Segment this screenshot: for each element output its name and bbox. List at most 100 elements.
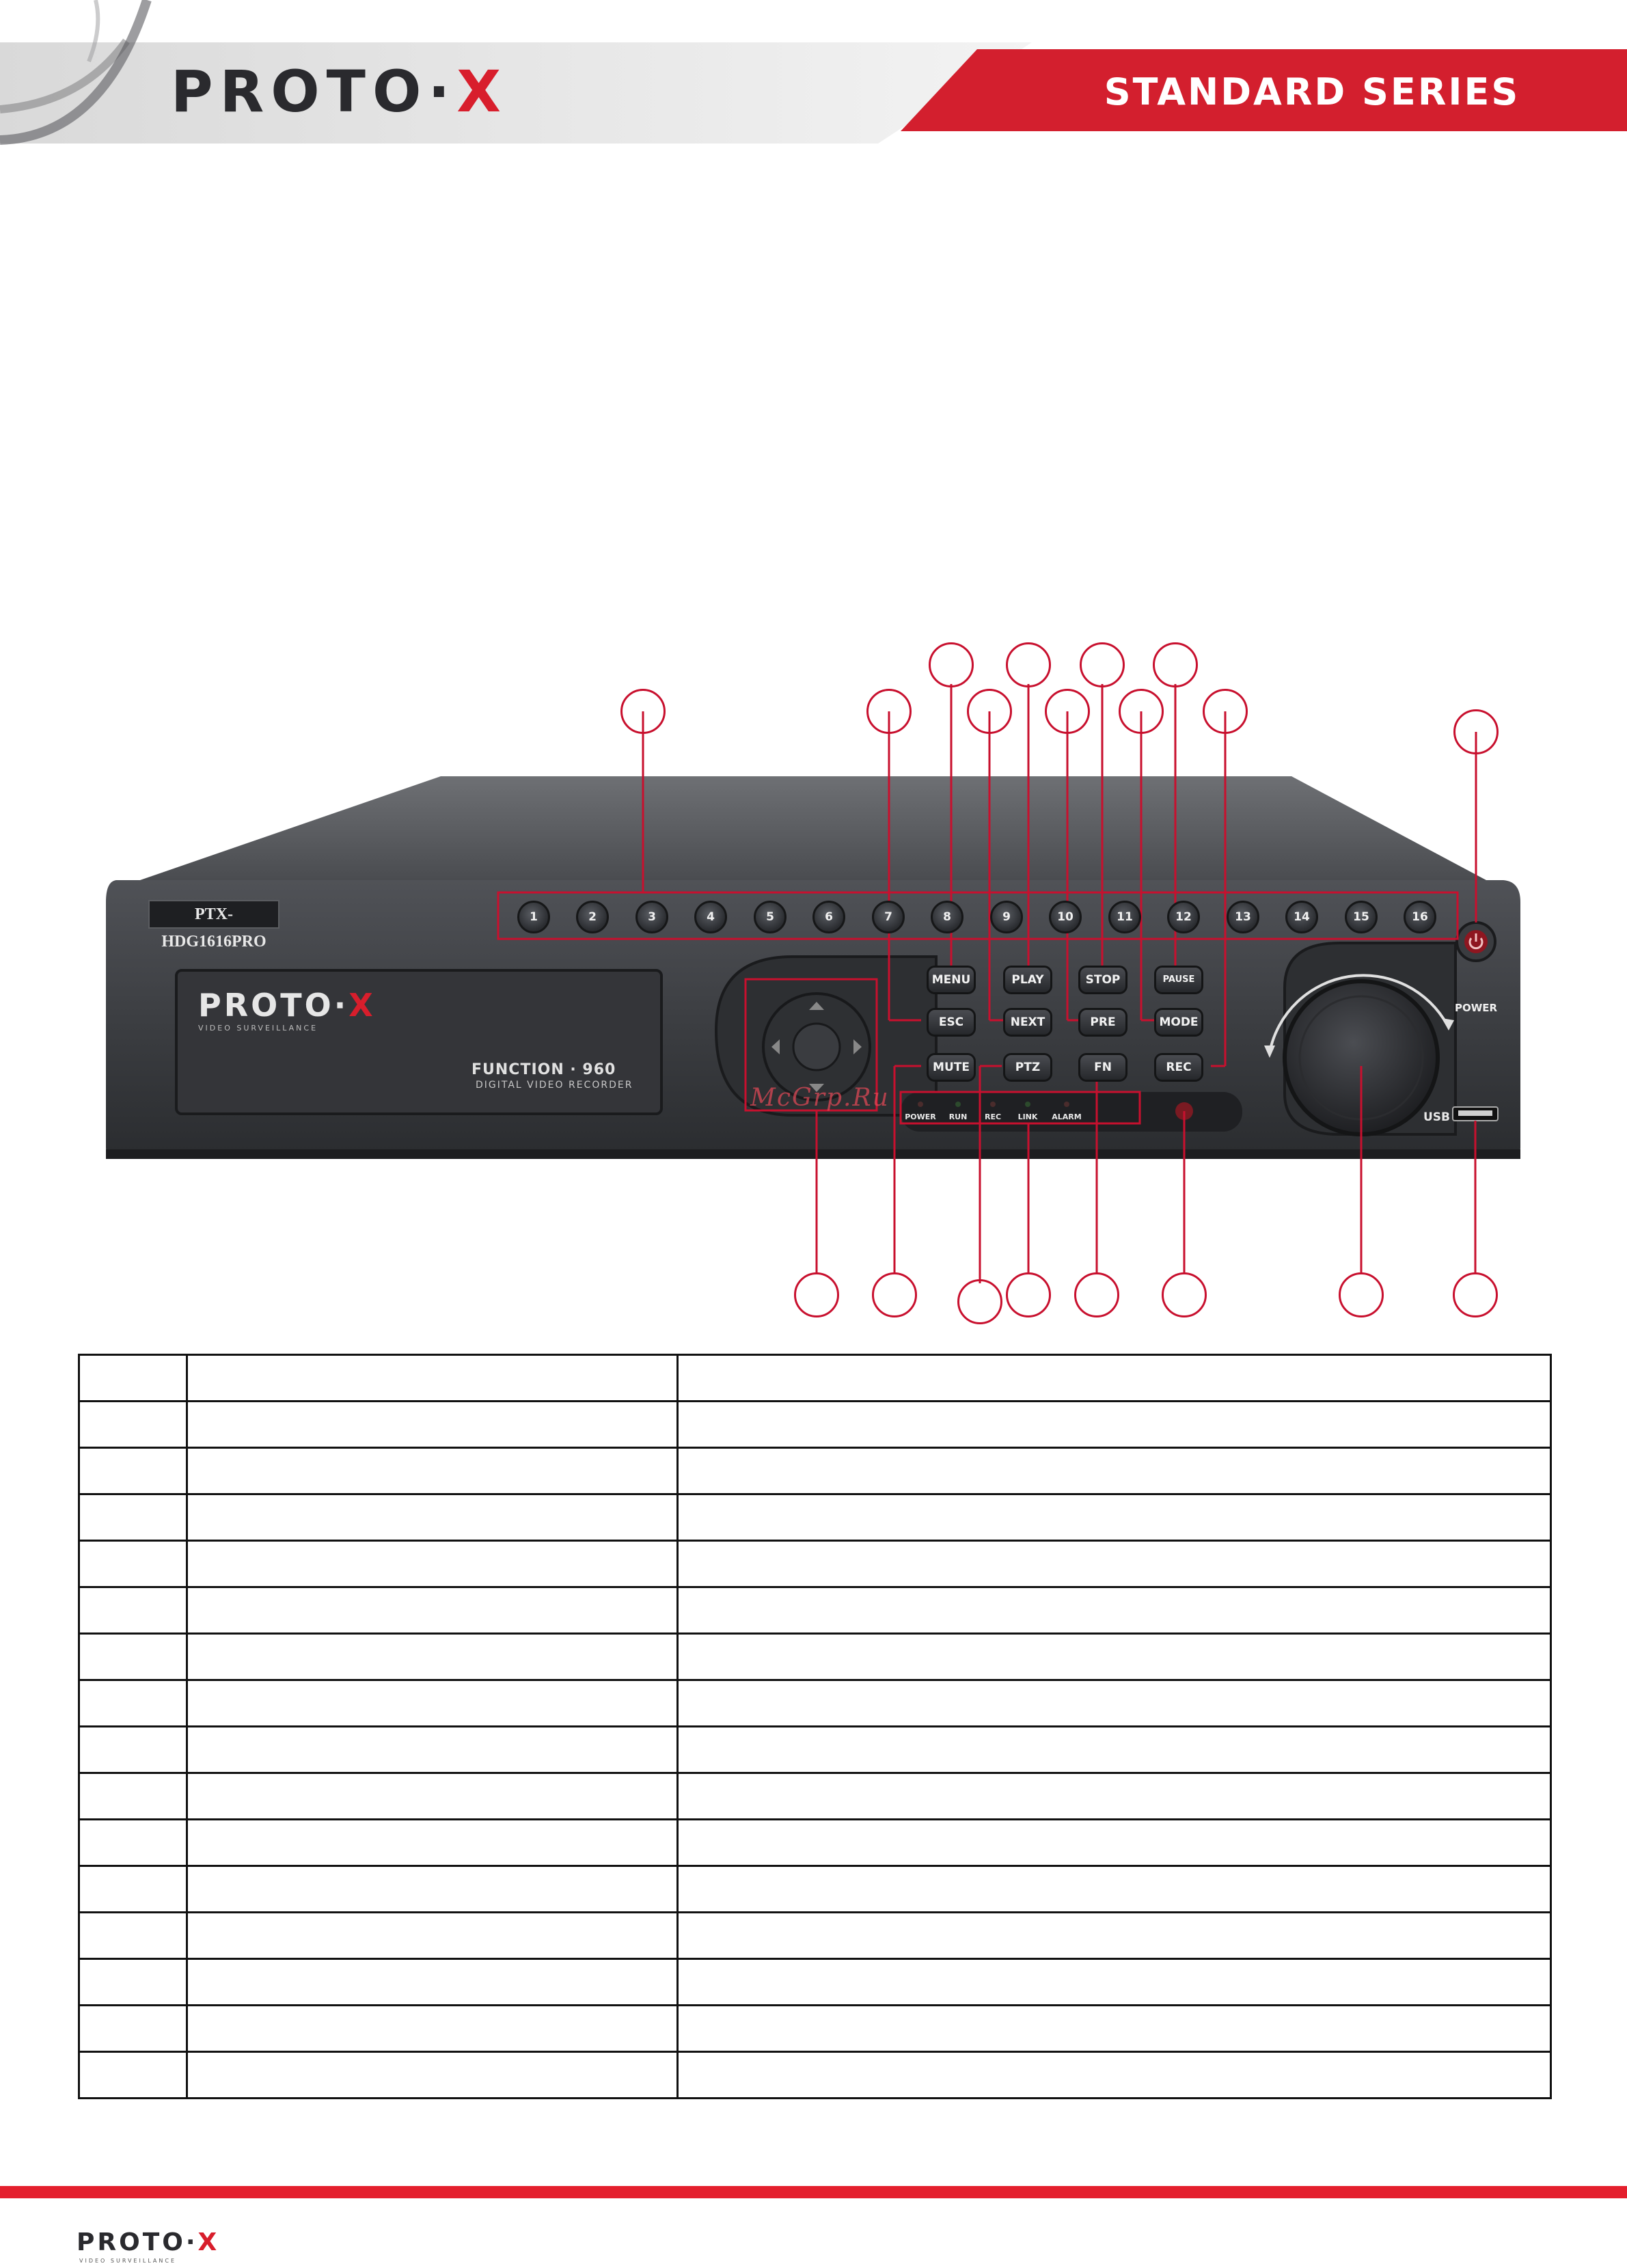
table-cell xyxy=(186,1958,679,2006)
table-row xyxy=(78,1493,1552,1542)
table-cell xyxy=(676,2004,1552,2053)
callout-circle xyxy=(957,1279,1002,1324)
callout-circle xyxy=(620,689,666,734)
callout-circle xyxy=(929,642,974,687)
channel-button-14[interactable]: 14 xyxy=(1285,901,1318,933)
table-cell xyxy=(78,1679,188,1727)
table-cell xyxy=(676,1586,1552,1635)
pre-button[interactable]: PRE xyxy=(1078,1008,1127,1037)
table-cell xyxy=(676,1354,1552,1402)
table-cell xyxy=(676,1911,1552,1960)
stop-button[interactable]: STOP xyxy=(1078,966,1127,994)
callout-circle xyxy=(1153,642,1198,687)
ptz-button[interactable]: PTZ xyxy=(1003,1053,1052,1082)
table-cell xyxy=(676,1400,1552,1449)
channel-button-2[interactable]: 2 xyxy=(576,901,609,933)
power-button-label: POWER xyxy=(1454,1002,1498,1014)
table-cell xyxy=(78,1354,188,1402)
indicator-alarm-label: ALARM xyxy=(1052,1112,1082,1121)
callout-circle xyxy=(1006,1272,1051,1317)
fn-button[interactable]: FN xyxy=(1078,1053,1127,1082)
channel-button-1[interactable]: 1 xyxy=(517,901,550,933)
table-cell xyxy=(676,1493,1552,1542)
channel-button-6[interactable]: 6 xyxy=(812,901,845,933)
table-row xyxy=(78,1540,1552,1588)
table-cell xyxy=(78,1400,188,1449)
callout-circle xyxy=(1074,1272,1119,1317)
channel-button-9[interactable]: 9 xyxy=(990,901,1023,933)
callout-circle xyxy=(1006,642,1051,687)
table-cell xyxy=(676,2051,1552,2099)
table-cell xyxy=(186,1679,679,1727)
mute-button[interactable]: MUTE xyxy=(927,1053,976,1082)
panel-brand-subtitle: VIDEO SURVEILLANCE xyxy=(198,1024,318,1033)
table-cell xyxy=(676,1865,1552,1913)
callout-circle xyxy=(866,689,912,734)
footer-brand-subtitle: VIDEO SURVEILLANCE xyxy=(79,2258,177,2264)
table-cell xyxy=(186,1447,679,1495)
table-cell xyxy=(676,1679,1552,1727)
footer-brand-logo: PROTO·X xyxy=(77,2228,220,2256)
footer-accent-bar xyxy=(0,2186,1627,2198)
table-cell xyxy=(186,1865,679,1913)
table-cell xyxy=(676,1958,1552,2006)
channel-button-7[interactable]: 7 xyxy=(872,901,905,933)
esc-button[interactable]: ESC xyxy=(927,1008,976,1037)
panel-brand-logo: PROTO·X xyxy=(198,987,376,1024)
table-row xyxy=(78,1818,1552,1867)
next-button[interactable]: NEXT xyxy=(1003,1008,1052,1037)
callout-circle xyxy=(1453,709,1499,754)
table-cell xyxy=(78,1632,188,1681)
description-table xyxy=(78,1354,1552,2099)
channel-button-8[interactable]: 8 xyxy=(931,901,963,933)
table-row xyxy=(78,1679,1552,1727)
indicator-rec-label: REC xyxy=(984,1112,1002,1121)
channel-button-11[interactable]: 11 xyxy=(1108,901,1141,933)
mode-button[interactable]: MODE xyxy=(1154,1008,1203,1037)
callout-circle xyxy=(1045,689,1090,734)
rec-button[interactable]: REC xyxy=(1154,1053,1203,1082)
brand-logo: PROTO·X xyxy=(171,58,508,125)
table-cell xyxy=(78,1493,188,1542)
function-label: FUNCTION · 960 xyxy=(471,1061,616,1078)
table-row xyxy=(78,2004,1552,2053)
table-cell xyxy=(186,2051,679,2099)
table-cell xyxy=(676,1632,1552,1681)
channel-button-5[interactable]: 5 xyxy=(754,901,787,933)
table-row xyxy=(78,1447,1552,1495)
channel-button-4[interactable]: 4 xyxy=(694,901,727,933)
table-cell xyxy=(186,1818,679,1867)
play-button[interactable]: PLAY xyxy=(1003,966,1052,994)
header-graphic xyxy=(0,0,1627,145)
channel-button-16[interactable]: 16 xyxy=(1404,901,1436,933)
table-row xyxy=(78,1400,1552,1449)
channel-button-3[interactable]: 3 xyxy=(635,901,668,933)
table-row xyxy=(78,1958,1552,2006)
callout-circle xyxy=(1162,1272,1207,1317)
table-cell xyxy=(676,1447,1552,1495)
channel-button-13[interactable]: 13 xyxy=(1227,901,1259,933)
table-cell xyxy=(186,1911,679,1960)
table-row xyxy=(78,1354,1552,1402)
model-label: PTX-HDG1616PRO xyxy=(161,905,266,951)
callout-circle xyxy=(872,1272,917,1317)
channel-button-10[interactable]: 10 xyxy=(1049,901,1082,933)
table-cell xyxy=(78,1447,188,1495)
table-cell xyxy=(186,1540,679,1588)
table-cell xyxy=(676,1725,1552,1774)
channel-button-15[interactable]: 15 xyxy=(1345,901,1378,933)
menu-button[interactable]: MENU xyxy=(927,966,976,994)
indicator-power-label: POWER xyxy=(905,1112,936,1121)
table-row xyxy=(78,1865,1552,1913)
table-cell xyxy=(186,1586,679,1635)
channel-button-12[interactable]: 12 xyxy=(1167,901,1200,933)
callout-circle xyxy=(967,689,1012,734)
usb-port-label: USB xyxy=(1423,1110,1451,1124)
function-subtitle: DIGITAL VIDEO RECORDER xyxy=(476,1080,633,1091)
pause-button[interactable]: PAUSE xyxy=(1154,966,1203,994)
table-cell xyxy=(78,1911,188,1960)
indicator-link-label: LINK xyxy=(1017,1112,1038,1121)
table-cell xyxy=(78,1586,188,1635)
callout-circle xyxy=(1453,1272,1498,1317)
table-row xyxy=(78,1586,1552,1635)
